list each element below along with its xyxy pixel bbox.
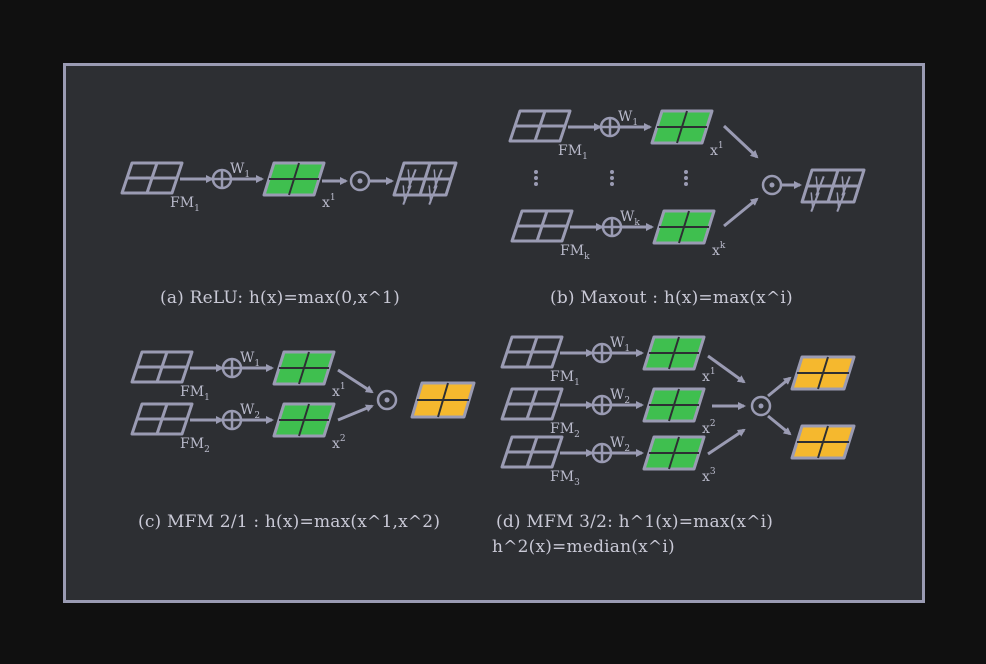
fm-label: FM3 [550, 469, 580, 488]
caption-d-line2: h^2(x)=median(x^i) [492, 537, 675, 557]
weight-label: W2 [240, 402, 260, 421]
weight-label: Wk [620, 209, 640, 228]
x-label: x3 [702, 467, 716, 485]
arrow [337, 368, 374, 394]
sum-op-icon [599, 116, 621, 138]
arrow [707, 354, 746, 384]
x-label: x1 [322, 193, 336, 211]
weight-label: W1 [610, 335, 630, 354]
input-feature-map [510, 209, 574, 243]
sum-op-icon [221, 409, 243, 431]
output-feature-map [392, 161, 458, 205]
x-label: x1 [702, 367, 716, 385]
input-feature-map [500, 335, 564, 369]
fm-label: FMk [560, 243, 590, 262]
ellipsis-dots-icon [610, 170, 614, 186]
activation-op-icon [376, 389, 398, 411]
activation-op-icon [349, 170, 371, 192]
x-label: x2 [702, 419, 716, 437]
caption-c: (c) MFM 2/1 : h(x)=max(x^1,x^2) [138, 512, 441, 532]
ellipsis-dots-icon [534, 170, 538, 186]
x-label: x1 [332, 382, 346, 400]
input-feature-map [120, 161, 184, 195]
input-feature-map [500, 387, 564, 421]
fm-label: FM2 [180, 436, 210, 455]
activation-op-icon [750, 395, 772, 417]
fm-label: FM2 [550, 421, 580, 440]
sum-op-icon [211, 168, 233, 190]
conv-output-map [262, 161, 326, 197]
sum-op-icon [221, 357, 243, 379]
mfm-output-map [410, 381, 476, 419]
arrow [767, 414, 792, 436]
x-label: x2 [332, 434, 346, 452]
input-feature-map [130, 402, 194, 436]
weight-label: W1 [240, 350, 260, 369]
weight-label: W1 [230, 161, 250, 180]
fm-label: FM1 [180, 384, 210, 403]
sum-op-icon [591, 442, 613, 464]
sum-op-icon [601, 216, 623, 238]
caption-b: (b) Maxout : h(x)=max(x^i) [550, 288, 793, 308]
arrow [722, 124, 759, 159]
arrow [723, 197, 759, 228]
fm-label: FM1 [550, 369, 580, 388]
fm-label: FM1 [558, 143, 588, 162]
panel-a-relu: FM1 W1 x1 [120, 161, 458, 214]
arrow [707, 428, 746, 456]
mfm-output-map-1 [790, 355, 856, 391]
x-label: xk [712, 241, 726, 259]
conv-output-map [642, 387, 706, 423]
arrow [767, 376, 792, 398]
input-feature-map [508, 109, 572, 143]
caption-a: (a) ReLU: h(x)=max(0,x^1) [160, 288, 400, 308]
conv-output-map [272, 350, 336, 386]
weight-label: W1 [618, 109, 638, 128]
input-feature-map [130, 350, 194, 384]
sum-op-icon [591, 394, 613, 416]
input-feature-map [500, 435, 564, 469]
caption-d-line1: (d) MFM 3/2: h^1(x)=max(x^i) [496, 512, 774, 532]
x-label: x1 [710, 141, 724, 159]
sum-op-icon [591, 342, 613, 364]
conv-output-map [642, 435, 706, 471]
ellipsis-dots-icon [684, 170, 688, 186]
arrow [337, 404, 374, 422]
conv-output-map [650, 109, 714, 145]
activation-op-icon [761, 174, 783, 196]
conv-output-map [642, 335, 706, 371]
output-feature-map [800, 168, 866, 212]
fm-label: FM1 [170, 195, 200, 214]
conv-output-map [272, 402, 336, 438]
weight-label: W2 [610, 387, 630, 406]
conv-output-map [652, 209, 716, 245]
mfm-output-map-2 [790, 424, 856, 460]
diagram-frame [63, 63, 925, 603]
weight-label: W2 [610, 435, 630, 454]
